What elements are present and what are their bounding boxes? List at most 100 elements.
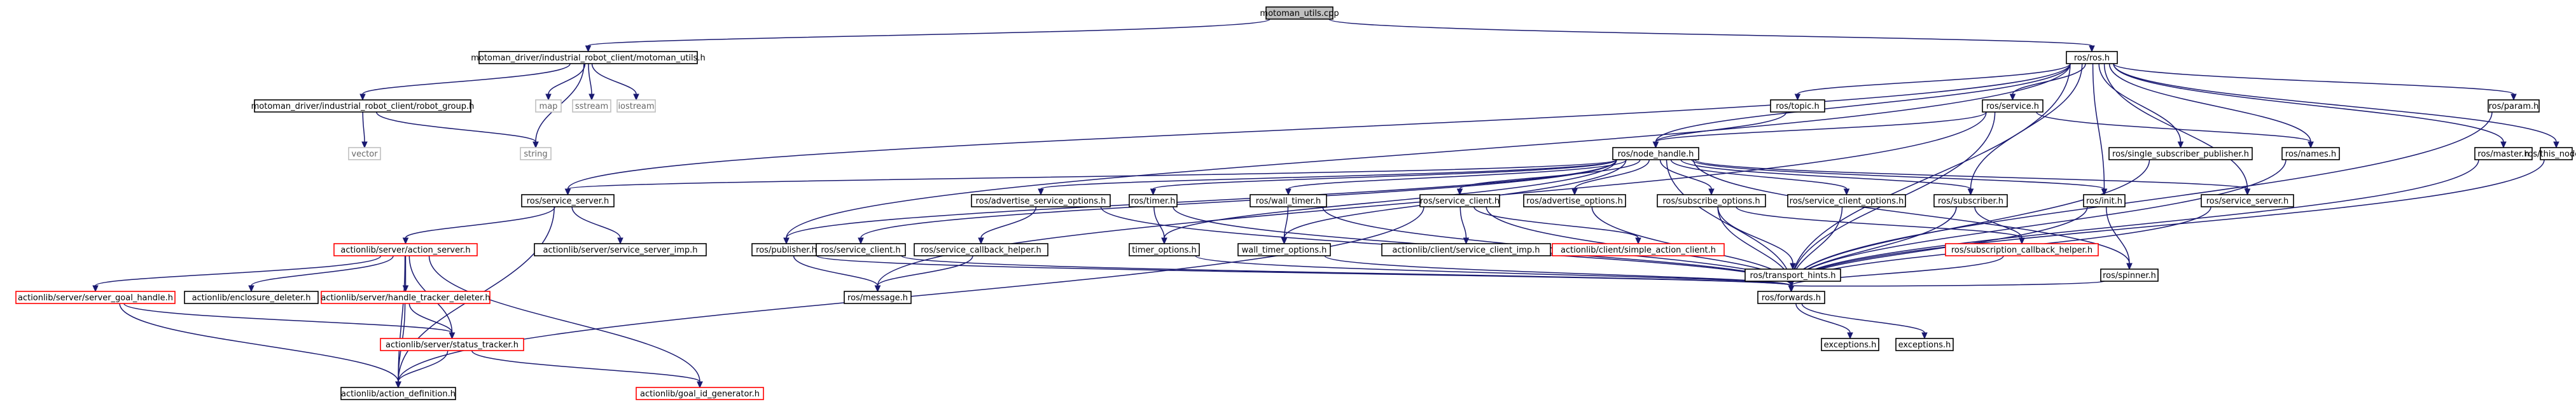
node-label: ros/service_client.h: [821, 246, 900, 255]
node-label: motoman_driver/industrial_robot_client/m…: [471, 53, 706, 63]
node-label: ros/subscription_callback_helper.h: [1951, 246, 2092, 255]
node-timer[interactable]: ros/timer.h: [1129, 194, 1178, 207]
node-box: [1237, 243, 1331, 256]
node-box: [184, 291, 319, 304]
node-transport-hints[interactable]: ros/transport_hints.h: [1744, 268, 1841, 282]
node-label: ros/service_client_options.h: [1790, 197, 1904, 206]
node-status-tracker[interactable]: actionlib/server/status_tracker.h: [380, 338, 524, 351]
node-enclosure-deleter[interactable]: actionlib/enclosure_deleter.h: [184, 291, 319, 304]
node-exceptions2[interactable]: exceptions.h: [1895, 338, 1954, 351]
node-mu-h[interactable]: motoman_driver/industrial_robot_client/m…: [471, 51, 706, 64]
node-srv-client-opts[interactable]: ros/service_client_options.h: [1787, 194, 1906, 207]
node-init[interactable]: ros/init.h: [2083, 194, 2126, 207]
node-label: ros/service.h: [1986, 102, 2039, 111]
node-handle-tracker-deleter[interactable]: actionlib/server/handle_tracker_deleter.…: [321, 291, 491, 304]
node-box: [2201, 194, 2294, 207]
node-param[interactable]: ros/param.h: [2488, 99, 2540, 113]
edges-layer: [92, 18, 2559, 389]
node-publisher[interactable]: ros/publisher.h: [751, 243, 821, 256]
node-action-definition[interactable]: actionlib/action_definition.h: [340, 387, 456, 400]
edge-node_handle-to-service_client: [1456, 159, 1641, 196]
edge-node_handle-to-service_server_ros: [1694, 159, 2251, 196]
edge-ros_h-to-init: [2092, 63, 2108, 196]
node-label: actionlib/action_definition.h: [341, 389, 456, 399]
edge-ros_h-to-publisher: [783, 63, 2071, 245]
node-root[interactable]: motoman_utils.cpp: [1260, 6, 1339, 20]
edge-node_handle-to-adv_opts: [1571, 159, 1650, 196]
edge-node_handle-to-wall_timer: [1285, 159, 1627, 196]
edge-publisher-to-message: [793, 255, 881, 293]
node-label: ros/advertise_options.h: [1526, 197, 1623, 206]
node-robot-group[interactable]: motoman_driver/industrial_robot_client/r…: [251, 99, 475, 113]
node-label: actionlib/server/service_server_imp.h: [543, 246, 697, 255]
node-box: [1757, 291, 1825, 304]
node-label: exceptions.h: [1824, 340, 1877, 350]
node-label: ros/advertise_service_options.h: [976, 197, 1106, 206]
node-forwards[interactable]: ros/forwards.h: [1757, 291, 1825, 304]
node-box: [816, 243, 906, 256]
node-goal-id-gen[interactable]: actionlib/goal_id_generator.h: [636, 387, 764, 400]
node-label: ros/node_handle.h: [1618, 150, 1694, 159]
edge-ros_service_server_h-to-srv_server_imp: [571, 206, 623, 245]
node-label: ros/service_server.h: [527, 197, 609, 206]
edge-node_handle-to-srv_client_h: [858, 159, 1617, 245]
node-ros-service-server-h[interactable]: ros/service_server.h: [521, 194, 615, 207]
node-service-server-ros[interactable]: ros/service_server.h: [2201, 194, 2294, 207]
node-box: [616, 99, 656, 113]
node-adv-srv-opts[interactable]: ros/advertise_service_options.h: [971, 194, 1111, 207]
node-box: [2100, 268, 2159, 282]
node-this-node[interactable]: ros/this_node.h: [2524, 147, 2576, 160]
node-subscriber[interactable]: ros/subscriber.h: [1933, 194, 2008, 207]
node-label: ros/init.h: [2086, 197, 2122, 206]
node-single-sub-pub[interactable]: ros/single_subscriber_publisher.h: [2108, 147, 2253, 160]
node-box: [478, 51, 698, 64]
node-simple-action-client[interactable]: actionlib/client/simple_action_client.h: [1552, 243, 1725, 256]
node-timer-opts[interactable]: timer_options.h: [1129, 243, 1200, 256]
node-srv-server-imp[interactable]: actionlib/server/service_server_imp.h: [534, 243, 707, 256]
node-label: ros/this_node.h: [2524, 150, 2576, 159]
node-topic[interactable]: ros/topic.h: [1770, 99, 1825, 113]
node-label: ros/message.h: [847, 293, 908, 303]
node-sub-opts[interactable]: ros/subscribe_options.h: [1657, 194, 1766, 207]
edge-action_server-to-server_goal_handle: [92, 255, 382, 293]
node-string: string: [520, 147, 552, 160]
edge-wall_timer-to-wall_timer_opts: [1281, 206, 1289, 245]
node-ros-h[interactable]: ros/ros.h: [2066, 51, 2118, 64]
edge-robot_group-to-string: [376, 111, 539, 149]
nodes-layer: motoman_utils.cpp motoman_driver/industri…: [15, 6, 2576, 400]
node-iostream: iostream: [616, 99, 656, 113]
node-box: [1265, 6, 1333, 20]
node-node-handle[interactable]: ros/node_handle.h: [1612, 147, 1699, 160]
node-service-client[interactable]: ros/service_client.h: [1419, 194, 1500, 207]
node-service[interactable]: ros/service.h: [1982, 99, 2043, 113]
node-box: [520, 147, 552, 160]
node-box: [914, 243, 1048, 256]
node-sub-cb-helper[interactable]: ros/subscription_callback_helper.h: [1945, 243, 2099, 256]
node-wall-timer-opts[interactable]: wall_timer_options.h: [1237, 243, 1331, 256]
node-srv-cb-helper[interactable]: ros/service_callback_helper.h: [914, 243, 1048, 256]
edge-timer_opts-to-forwards: [1195, 255, 1795, 293]
node-box: [572, 99, 611, 113]
edge-sub_opts-to-transport_hints: [1717, 206, 1796, 270]
node-action-server[interactable]: actionlib/server/action_server.h: [333, 243, 478, 256]
node-box: [1770, 99, 1825, 113]
node-exceptions1[interactable]: exceptions.h: [1821, 338, 1879, 351]
node-box: [1250, 194, 1327, 207]
edge-mu_h-to-robot_group: [359, 63, 571, 101]
node-wall-timer[interactable]: ros/wall_timer.h: [1250, 194, 1327, 207]
node-message[interactable]: ros/message.h: [844, 291, 912, 304]
node-names[interactable]: ros/names.h: [2281, 147, 2340, 160]
node-box: [971, 194, 1111, 207]
node-box: [1419, 194, 1500, 207]
node-box: [534, 243, 707, 256]
node-box: [1612, 147, 1699, 160]
node-box: [1129, 194, 1178, 207]
node-master[interactable]: ros/master.h: [2474, 147, 2533, 160]
node-srv-client-h[interactable]: ros/service_client.h: [816, 243, 906, 256]
node-spinner[interactable]: ros/spinner.h: [2100, 268, 2159, 282]
node-srv-client-imp[interactable]: actionlib/client/service_client_imp.h: [1381, 243, 1551, 256]
node-server-goal-handle[interactable]: actionlib/server/server_goal_handle.h: [15, 291, 176, 304]
node-adv-opts[interactable]: ros/advertise_options.h: [1523, 194, 1626, 207]
node-label: ros/names.h: [2285, 150, 2336, 159]
node-box: [844, 291, 912, 304]
